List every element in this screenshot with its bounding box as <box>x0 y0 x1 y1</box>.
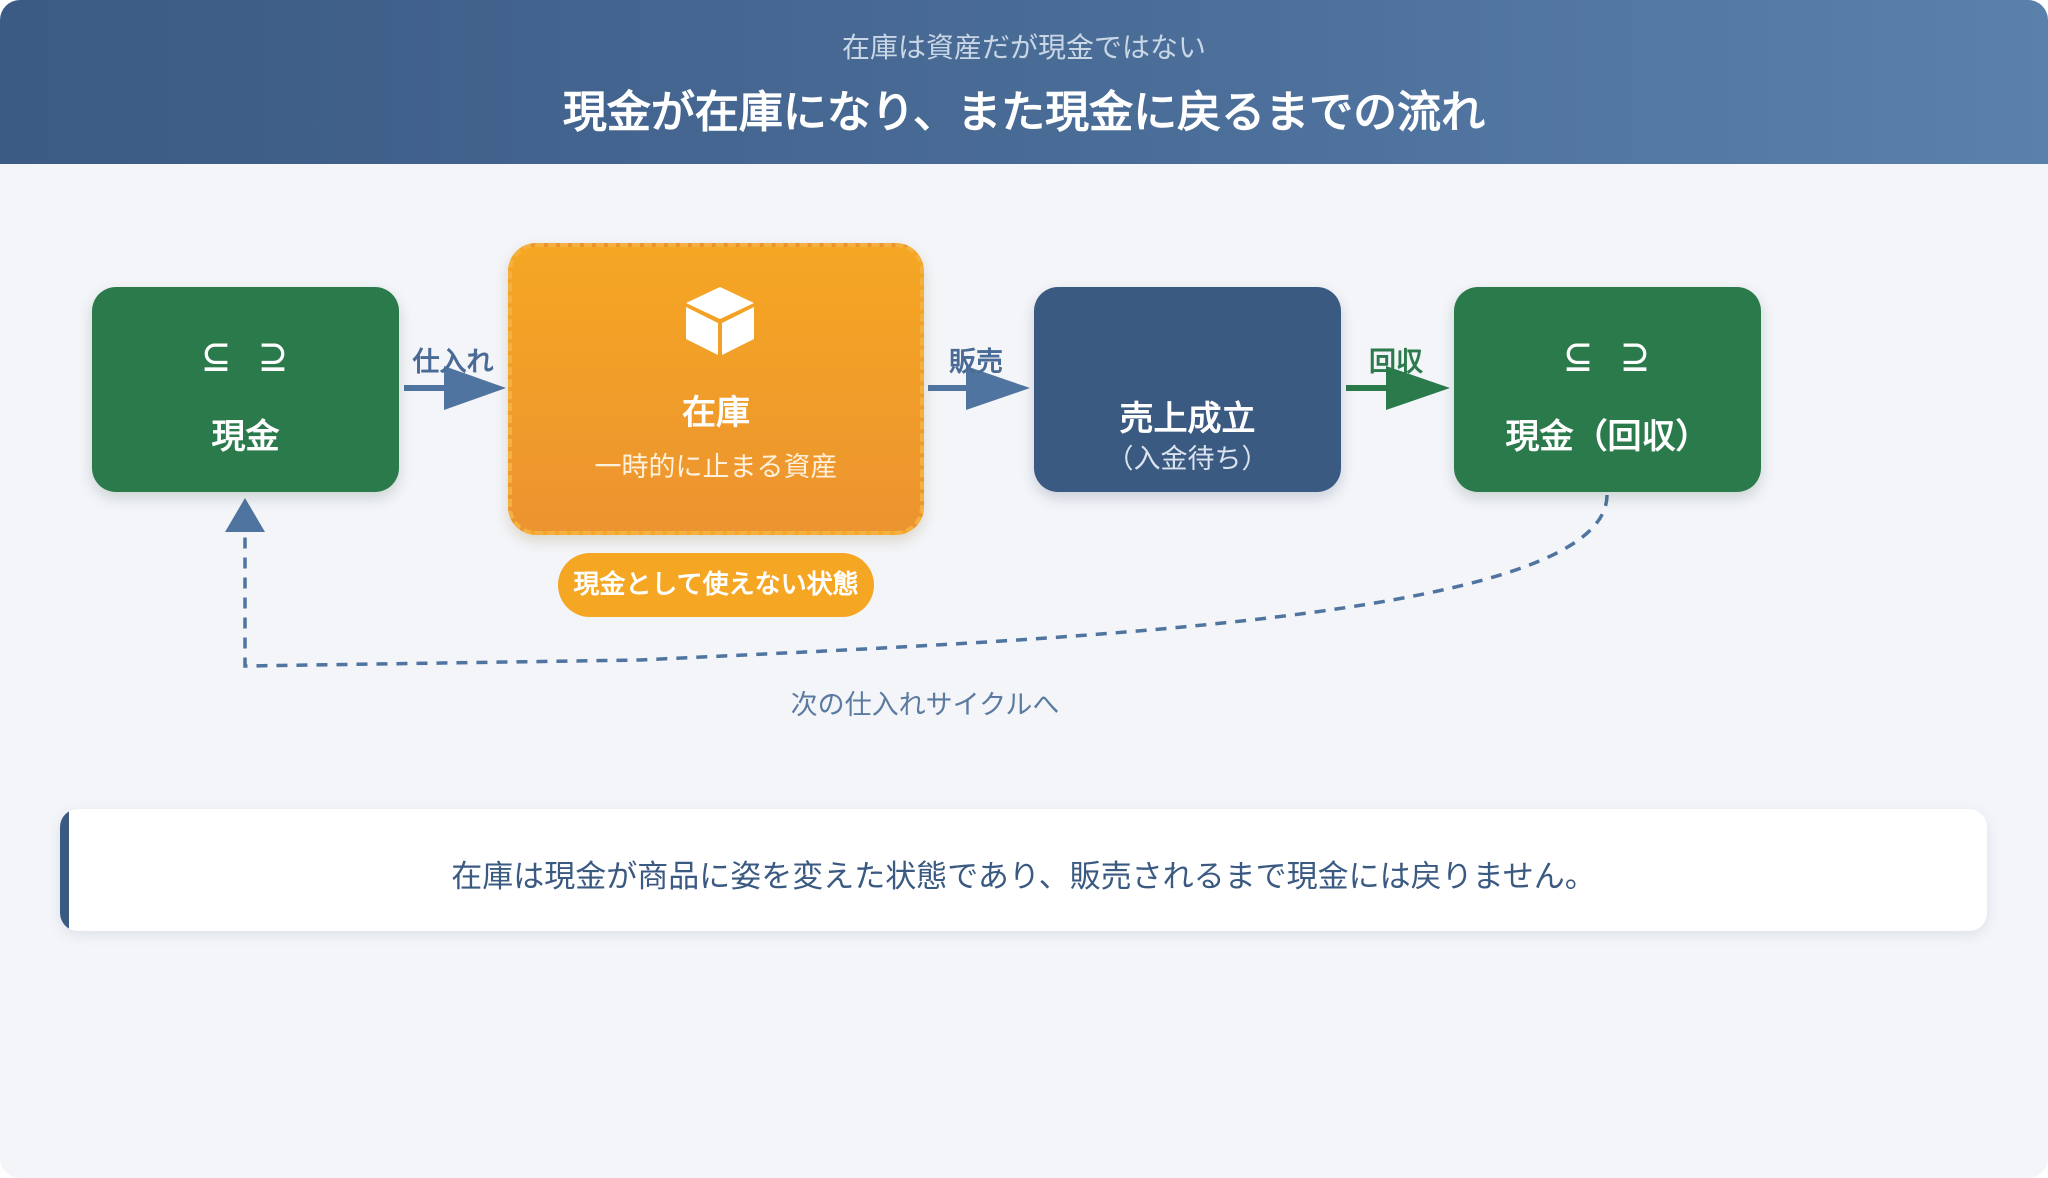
node-inventory: 在庫 一時的に止まる資産 <box>508 243 924 535</box>
box-icon <box>686 287 754 355</box>
node-cash-end-label: 現金（回収） <box>1505 417 1710 457</box>
edge-label-sell: 販売 <box>949 347 1003 378</box>
cycle-label: 次の仕入れサイクルへ <box>790 690 1060 721</box>
node-cash-start-label: 現金 <box>211 417 280 457</box>
edge-label-collect: 回収 <box>1369 347 1423 378</box>
node-cash-end: ⊆ ⊇ 現金（回収） <box>1454 287 1761 492</box>
note-accent-bar <box>60 809 69 931</box>
cash-register-icon: ⊆ ⊇ <box>202 331 289 382</box>
note-text: 在庫は現金が商品に姿を変えた状態であり、販売されるまで現金には戻りません。 <box>451 859 1596 895</box>
summary-note: 在庫は現金が商品に姿を変えた状態であり、販売されるまで現金には戻りません。 <box>60 809 1987 931</box>
node-sales: 売上成立 （入金待ち） <box>1034 287 1341 492</box>
node-inventory-label: 在庫 <box>682 393 750 433</box>
node-sales-label: 売上成立 <box>1119 399 1256 439</box>
node-inventory-sub: 一時的に止まる資産 <box>594 452 838 483</box>
cash-register-icon: ⊆ ⊇ <box>1564 331 1651 382</box>
node-sales-sub: （入金待ち） <box>1106 444 1269 475</box>
node-cash-start: ⊆ ⊇ 現金 <box>92 287 399 492</box>
edge-label-purchase: 仕入れ <box>412 347 494 378</box>
arrow-purchase <box>404 366 506 410</box>
arrow-sell <box>928 366 1030 410</box>
page-title: 現金が在庫になり、また現金に戻るまでの流れ <box>562 87 1486 138</box>
status-badge: 現金として使えない状態 <box>558 553 874 617</box>
header-banner: 在庫は資産だが現金ではない 現金が在庫になり、また現金に戻るまでの流れ <box>0 0 2048 164</box>
arrow-collect <box>1346 366 1450 410</box>
cycle-return-path <box>225 494 1609 668</box>
page-subtitle: 在庫は資産だが現金ではない <box>841 31 1206 64</box>
